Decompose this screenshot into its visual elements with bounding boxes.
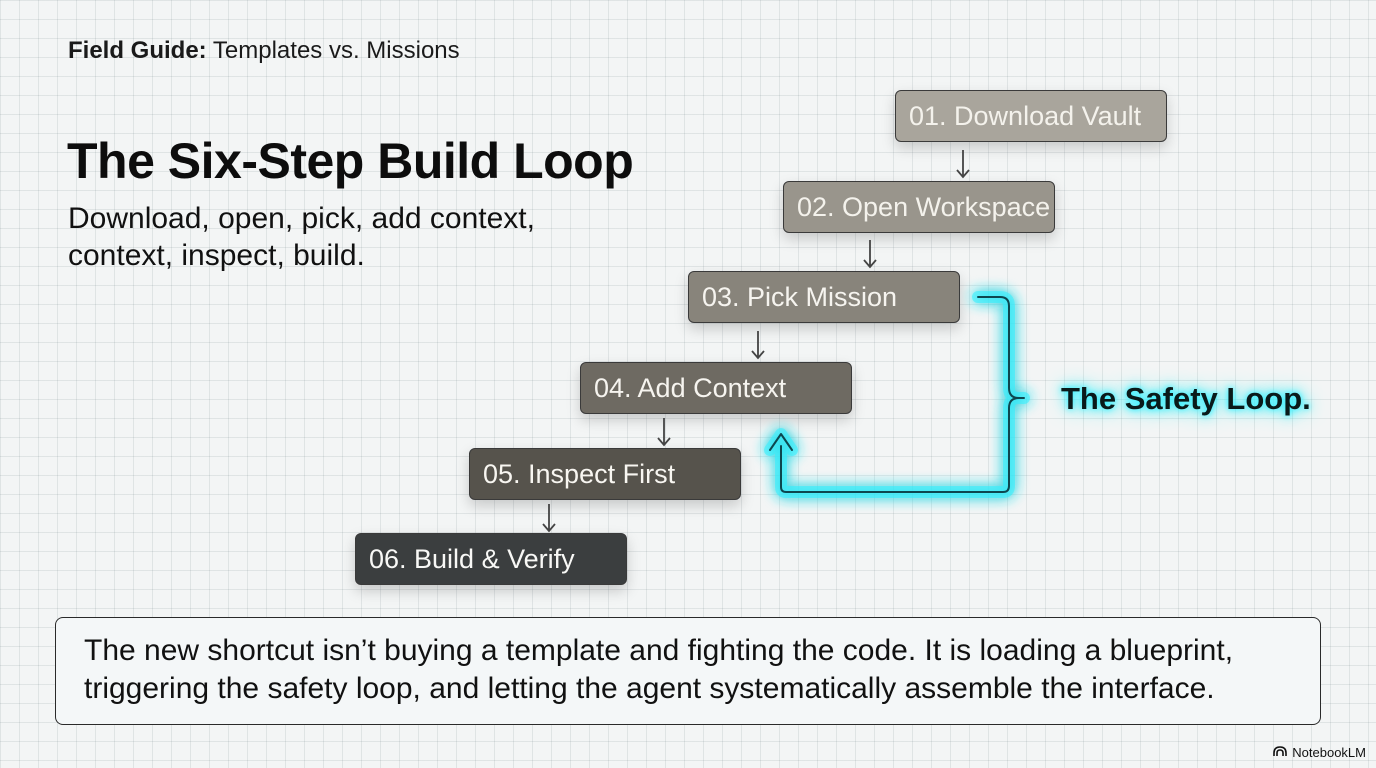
step-1-label: 01. Download Vault — [909, 100, 1142, 131]
step-2-box: 02. Open Workspace — [783, 181, 1055, 233]
summary-callout-text: The new shortcut isn’t buying a template… — [84, 634, 1234, 705]
step-3-label: 03. Pick Mission — [702, 281, 898, 312]
page-title: The Six-Step Build Loop — [67, 133, 634, 189]
subtitle: Download, open, pick, add context, conte… — [68, 202, 535, 272]
step-3-box: 03. Pick Mission — [688, 271, 960, 323]
step-5-label: 05. Inspect First — [483, 458, 676, 489]
safety-loop-label: The Safety Loop. — [1061, 381, 1311, 416]
down-arrow-icon — [956, 149, 970, 179]
summary-callout: The new shortcut isn’t buying a template… — [55, 617, 1321, 725]
step-4-label: 04. Add Context — [594, 372, 787, 403]
step-6-box: 06. Build & Verify — [355, 533, 627, 585]
down-arrow-icon — [751, 330, 765, 360]
down-arrow-icon — [542, 503, 556, 533]
step-4-box: 04. Add Context — [580, 362, 852, 414]
kicker-bold: Field Guide: — [68, 37, 207, 64]
down-arrow-icon — [657, 417, 671, 447]
notebooklm-logo-icon — [1273, 745, 1288, 760]
step-6-label: 06. Build & Verify — [369, 543, 575, 574]
kicker: Field Guide: Templates vs. Missions — [68, 37, 460, 65]
step-2-label: 02. Open Workspace — [797, 191, 1051, 222]
brand-watermark: NotebookLM — [1273, 745, 1366, 760]
step-1-box: 01. Download Vault — [895, 90, 1167, 142]
down-arrow-icon — [863, 239, 877, 269]
step-5-box: 05. Inspect First — [469, 448, 741, 500]
brand-name: NotebookLM — [1292, 745, 1366, 760]
kicker-rest: Templates vs. Missions — [206, 37, 460, 64]
